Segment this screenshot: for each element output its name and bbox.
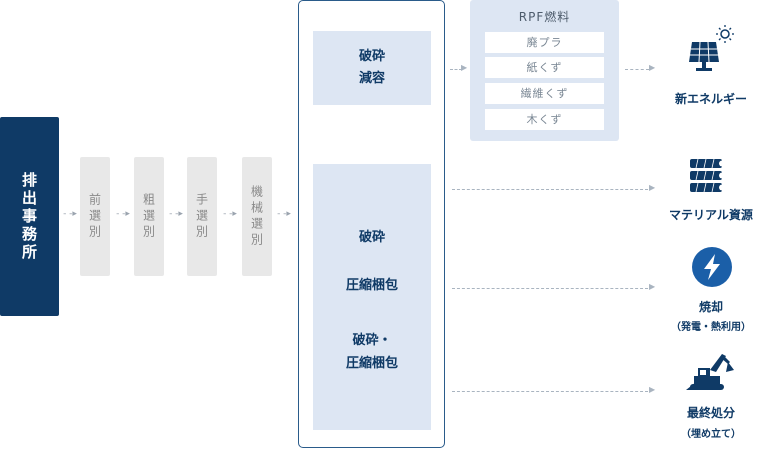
- process-top-line-1: 破砕: [358, 49, 385, 64]
- sorting-step-label: 手選別: [194, 192, 209, 241]
- lightning-icon: [690, 245, 734, 289]
- process-top-box: 破砕 減容: [313, 31, 431, 105]
- arrow-to-material-head: ▶: [649, 183, 656, 192]
- sorting-step-1: 前選別: [80, 157, 110, 276]
- arrow-to-incineration-line: [452, 288, 648, 289]
- process-crush: 破砕: [358, 230, 385, 245]
- destination-landfill-sub: （埋め立て）: [681, 429, 741, 440]
- source-label: 排出事務所: [20, 171, 38, 262]
- sorting-step-label: 機械選別: [249, 184, 264, 249]
- rpf-title: RPF燃料: [518, 10, 571, 24]
- arrow-to-energy-head: ▶: [649, 63, 656, 72]
- destination-material-label: マテリアル資源: [669, 208, 753, 222]
- arrow-to-incineration-head: ▶: [649, 282, 656, 291]
- rpf-item: 木くず: [485, 109, 604, 130]
- sorting-step-label: 粗選別: [141, 192, 156, 241]
- destination-energy-label: 新エネルギー: [674, 92, 747, 106]
- arrow-to-landfill-line: [452, 391, 648, 392]
- process-crush-compress-1: 破砕・: [352, 333, 392, 348]
- destination-incineration-sub: （発電・熱利用）: [671, 322, 751, 333]
- source-box: 排出事務所: [0, 117, 59, 316]
- solar-panel-icon: [686, 24, 738, 74]
- arrow-to-energy-line: [625, 69, 649, 70]
- process-crush-compress-2: 圧縮梱包: [345, 356, 398, 371]
- arrow-to-step-4: - -▸: [223, 209, 237, 219]
- sorting-step-label: 前選別: [87, 192, 102, 241]
- rpf-item: 繊維くず: [485, 83, 604, 104]
- arrow-to-rpf-head: ▶: [461, 63, 468, 72]
- sorting-step-2: 粗選別: [134, 157, 164, 276]
- sorting-step-3: 手選別: [187, 157, 217, 276]
- material-stack-icon: [688, 156, 728, 196]
- arrow-to-step-1: - -▸: [63, 209, 77, 219]
- rpf-item: 廃プラ: [485, 32, 604, 53]
- rpf-item: 紙くず: [485, 57, 604, 78]
- arrow-to-process: - -▸: [277, 209, 291, 219]
- process-bottom-box: 破砕 圧縮梱包 破砕・ 圧縮梱包: [313, 164, 431, 430]
- arrow-to-material-line: [452, 189, 648, 190]
- sorting-step-4: 機械選別: [242, 157, 272, 276]
- process-compress: 圧縮梱包: [345, 278, 398, 293]
- destination-incineration-label: 焼却: [698, 300, 723, 314]
- arrow-to-landfill-head: ▶: [649, 385, 656, 394]
- destination-landfill-label: 最終処分: [686, 406, 735, 420]
- process-top-line-2: 減容: [358, 71, 385, 86]
- arrow-to-rpf-line: [450, 69, 462, 70]
- arrow-to-step-2: - -▸: [116, 209, 130, 219]
- arrow-to-step-3: - -▸: [169, 209, 183, 219]
- excavator-icon: [684, 350, 736, 396]
